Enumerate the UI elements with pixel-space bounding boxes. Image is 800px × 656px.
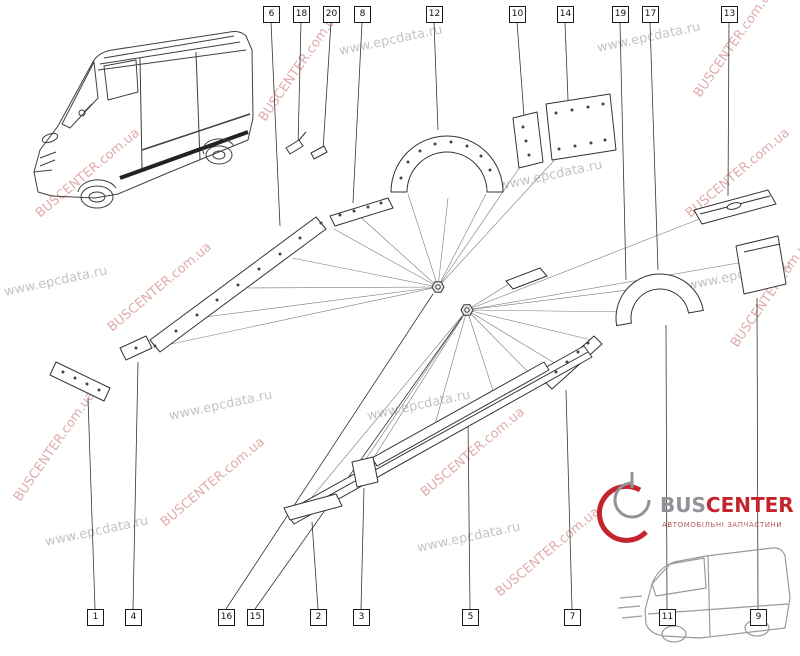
watermark-epcdata: www.epcdata.ru [168,387,274,424]
part-clip-bracket-18 [285,139,304,155]
logo-tagline: АВТОМОБІЛЬНІ ЗАПЧАСТИНИ [662,521,782,529]
fastener-hub-15 [460,304,474,316]
callout-bottom-11[interactable]: 11 [659,609,676,626]
part-small-square-3 [351,456,379,488]
parts-layer [49,93,787,525]
logo-wordmark: BUSCENTER [660,493,794,517]
part-pointed-piece [505,267,548,290]
watermark-epcdata: www.epcdata.ru [596,19,702,56]
part-panel-14 [545,93,617,161]
part-lower-left-strip-1 [49,361,111,402]
part-clip-bracket-20 [310,145,328,160]
logo-text-center: CENTER [706,493,794,517]
part-vertical-piece-10 [512,111,544,169]
callout-bottom-4[interactable]: 4 [125,609,142,626]
callout-bottom-3[interactable]: 3 [353,609,370,626]
watermark-buscenter: BUSCENTER.com.ua [11,389,98,505]
watermark-buscenter: BUSCENTER.com.ua [33,126,143,221]
watermark-buscenter: BUSCENTER.com.ua [158,435,268,530]
logo-text-bus: BUS [660,493,706,517]
fastener-hub-16 [431,281,445,293]
part-wheel-arch-trim-12 [390,135,504,193]
callout-top-19[interactable]: 19 [612,6,629,23]
callout-top-20[interactable]: 20 [323,6,340,23]
watermark-epcdata: www.epcdata.ru [338,22,444,59]
van-illustration [33,31,254,209]
part-secondary-strip [371,361,550,467]
buscenter-logo: BUSCENTER АВТОМОБІЛЬНІ ЗАПЧАСТИНИ [596,472,794,643]
callout-top-17[interactable]: 17 [642,6,659,23]
watermark-buscenter: BUSCENTER.com.ua [493,505,603,600]
callout-bottom-15[interactable]: 15 [247,609,264,626]
callout-top-12[interactable]: 12 [426,6,443,23]
part-strip-13-clip [726,202,742,210]
callout-top-8[interactable]: 8 [354,6,371,23]
watermark-epcdata: www.epcdata.ru [3,263,109,300]
fastener-dots [61,102,607,392]
callout-bottom-7[interactable]: 7 [564,609,581,626]
callout-leader-lines [87,21,759,610]
part-clip-tail-18 [298,131,307,141]
logo-gray-arc [613,481,651,519]
watermark-epcdata: www.epcdata.ru [44,513,150,550]
callout-top-18[interactable]: 18 [293,6,310,23]
callout-bottom-16[interactable]: 16 [218,609,235,626]
callout-top-13[interactable]: 13 [721,6,738,23]
callout-bottom-1[interactable]: 1 [87,609,104,626]
callout-bottom-2[interactable]: 2 [310,609,327,626]
part-strip-8 [329,197,394,227]
part-right-piece-9-inner [743,243,781,253]
callout-top-14[interactable]: 14 [557,6,574,23]
part-strip-5-inner-line [291,351,589,517]
callout-top-10[interactable]: 10 [509,6,526,23]
watermark-epcdata: www.epcdata.ru [498,157,604,194]
part-end-cap-2 [283,493,343,521]
callout-bottom-9[interactable]: 9 [750,609,767,626]
callout-bottom-5[interactable]: 5 [462,609,479,626]
part-rear-wheel-arch-trim [615,273,704,327]
callout-top-6[interactable]: 6 [263,6,280,23]
logo-van-sketch [617,547,791,643]
